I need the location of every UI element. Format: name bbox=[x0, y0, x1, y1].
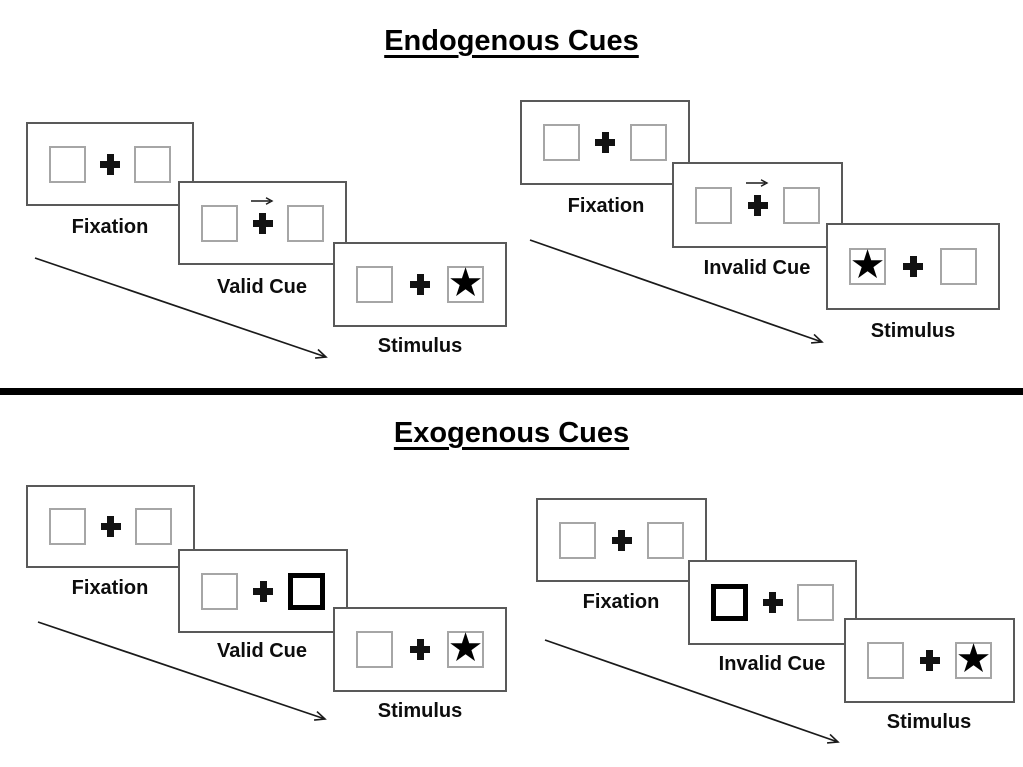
plus-icon bbox=[252, 212, 273, 234]
fixation-cross-icon bbox=[595, 132, 615, 153]
right-placeholder-box bbox=[797, 584, 834, 621]
fixation-cross-icon bbox=[745, 178, 768, 216]
left-placeholder-box bbox=[49, 508, 86, 545]
left-placeholder-box bbox=[867, 642, 904, 679]
plus-icon bbox=[100, 516, 121, 537]
plus-icon bbox=[100, 153, 120, 175]
left-placeholder-box bbox=[543, 124, 580, 161]
star-stimulus-box: ★ bbox=[447, 259, 484, 306]
cue-arrow-icon bbox=[250, 196, 273, 205]
frame-label: Fixation bbox=[71, 577, 149, 599]
star-icon: ★ bbox=[447, 624, 484, 671]
endogenous-section-title: Endogenous Cues bbox=[0, 25, 1023, 58]
star-icon: ★ bbox=[849, 241, 886, 288]
time-arrow bbox=[34, 257, 328, 359]
fixation-cross-icon bbox=[611, 529, 632, 551]
right-placeholder-box bbox=[783, 186, 820, 224]
fixation-cross-icon bbox=[253, 580, 273, 602]
star-icon: ★ bbox=[447, 259, 484, 306]
fixation-cross-icon bbox=[762, 592, 783, 613]
right-placeholder-box bbox=[287, 204, 324, 242]
time-arrow bbox=[529, 239, 824, 344]
plus-icon bbox=[410, 639, 430, 660]
frame-label: Valid Cue bbox=[216, 276, 308, 298]
plus-icon bbox=[253, 580, 273, 602]
fixation-cross-icon bbox=[903, 256, 923, 277]
exogenous-section-title: Exogenous Cues bbox=[0, 417, 1023, 450]
right-placeholder-box bbox=[134, 145, 171, 183]
endogenous-valid-fixation-frame bbox=[26, 122, 194, 206]
frame-label: Stimulus bbox=[886, 711, 972, 733]
frame-label: Stimulus bbox=[870, 320, 956, 342]
star-stimulus-box: ★ bbox=[447, 624, 484, 671]
star-icon: ★ bbox=[955, 635, 992, 682]
fixation-cross-icon bbox=[100, 516, 121, 537]
plus-icon bbox=[410, 274, 430, 295]
cue-highlight-box bbox=[288, 572, 325, 610]
left-placeholder-box bbox=[356, 631, 393, 668]
frame-label: Valid Cue bbox=[216, 640, 308, 662]
right-placeholder-box bbox=[647, 521, 684, 559]
frame-label: Invalid Cue bbox=[703, 257, 811, 279]
left-placeholder-box bbox=[201, 572, 238, 610]
right-placeholder-box bbox=[940, 248, 977, 285]
exogenous-invalid-fixation-frame bbox=[536, 498, 707, 582]
plus-icon bbox=[595, 132, 615, 153]
exogenous-valid-stimulus-frame: ★ bbox=[333, 607, 507, 692]
endogenous-section-title-text: Endogenous Cues bbox=[384, 25, 639, 57]
endogenous-invalid-fixation-frame bbox=[520, 100, 690, 185]
frame-label: Stimulus bbox=[377, 700, 463, 722]
exogenous-valid-cue-frame bbox=[178, 549, 348, 633]
exogenous-invalid-stimulus-frame: ★ bbox=[844, 618, 1015, 703]
left-placeholder-box bbox=[695, 186, 732, 224]
endogenous-valid-stimulus-frame: ★ bbox=[333, 242, 507, 327]
fixation-cross-icon bbox=[250, 196, 273, 234]
star-stimulus-box: ★ bbox=[849, 241, 886, 288]
fixation-cross-icon bbox=[410, 274, 430, 295]
star-stimulus-box: ★ bbox=[955, 635, 992, 682]
plus-icon bbox=[747, 194, 768, 216]
endogenous-invalid-stimulus-frame: ★ bbox=[826, 223, 1000, 310]
cue-arrow-icon bbox=[745, 178, 768, 187]
plus-icon bbox=[903, 256, 923, 277]
fixation-cross-icon bbox=[919, 650, 940, 671]
right-placeholder-box bbox=[135, 508, 172, 545]
plus-icon bbox=[919, 650, 940, 671]
frame-label: Invalid Cue bbox=[718, 653, 826, 675]
left-placeholder-box bbox=[356, 266, 393, 303]
left-placeholder-box bbox=[49, 145, 86, 183]
plus-icon bbox=[611, 529, 632, 551]
left-placeholder-box bbox=[201, 204, 238, 242]
endogenous-invalid-cue-frame bbox=[672, 162, 843, 248]
endogenous-valid-cue-frame bbox=[178, 181, 347, 265]
time-arrow bbox=[37, 621, 327, 721]
frame-label: Fixation bbox=[71, 216, 149, 238]
right-placeholder-box bbox=[630, 124, 667, 161]
frame-label: Fixation bbox=[567, 195, 645, 217]
plus-icon bbox=[762, 592, 783, 613]
frame-label: Stimulus bbox=[377, 335, 463, 357]
frame-label: Fixation bbox=[582, 591, 660, 613]
cue-highlight-box bbox=[711, 584, 748, 621]
exogenous-valid-fixation-frame bbox=[26, 485, 195, 568]
left-placeholder-box bbox=[559, 521, 596, 559]
exogenous-section-title-text: Exogenous Cues bbox=[393, 417, 630, 449]
section-divider bbox=[0, 388, 1023, 395]
exogenous-invalid-cue-frame bbox=[688, 560, 857, 645]
fixation-cross-icon bbox=[410, 639, 430, 660]
fixation-cross-icon bbox=[100, 153, 120, 175]
